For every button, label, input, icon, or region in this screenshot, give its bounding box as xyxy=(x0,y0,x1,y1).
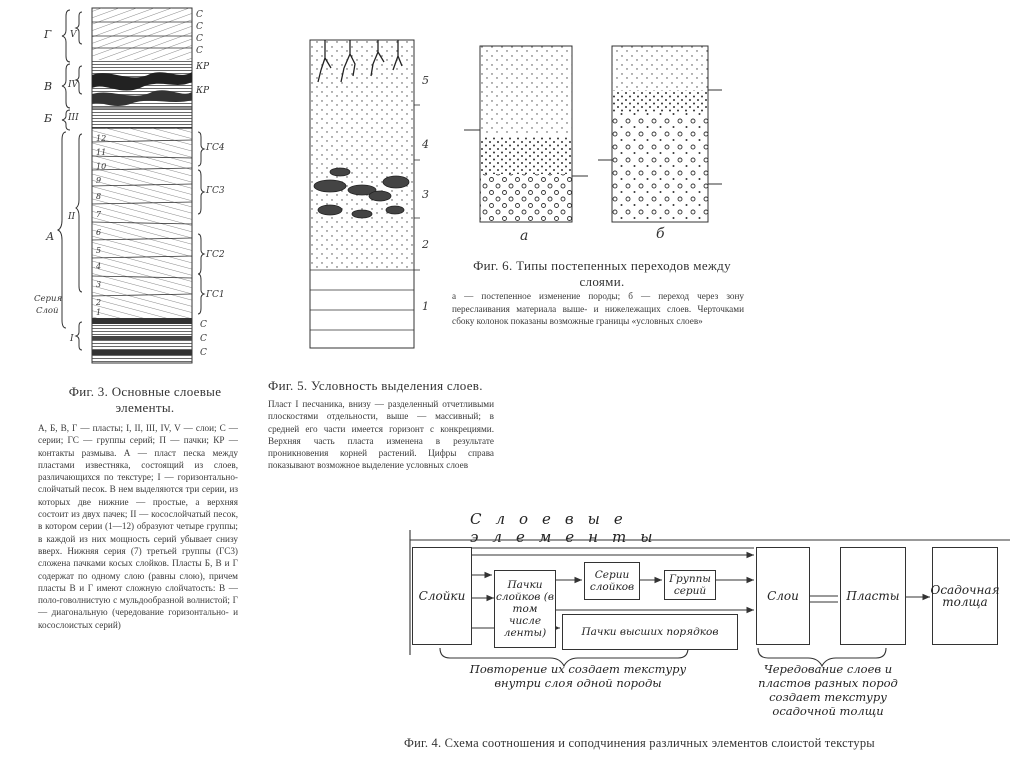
fig4-caption: Фиг. 4. Схема соотношения и соподчинения… xyxy=(404,736,1016,751)
fig4-box-pachki-vysshikh: Пачки высших порядков xyxy=(562,614,738,650)
fig4-box-plasty: Пласты xyxy=(840,547,906,645)
fig4-box-sloi: Слои xyxy=(756,547,810,645)
fig4-note-right: Чередование слоев и пластов разных пород… xyxy=(744,662,912,718)
fig4-box-serii: Серии слойков xyxy=(584,562,640,600)
fig4-box-sloiki: Слойки xyxy=(412,547,472,645)
fig4-box-pachki: Пачки слойков (в том числе ленты) xyxy=(494,570,556,648)
fig4-note-left: Повторение их создает текстуру внутри сл… xyxy=(448,662,708,690)
fig4-box-tolshcha: Осадочная толща xyxy=(932,547,998,645)
fig4-box-gruppy: Группы серий xyxy=(664,570,716,600)
